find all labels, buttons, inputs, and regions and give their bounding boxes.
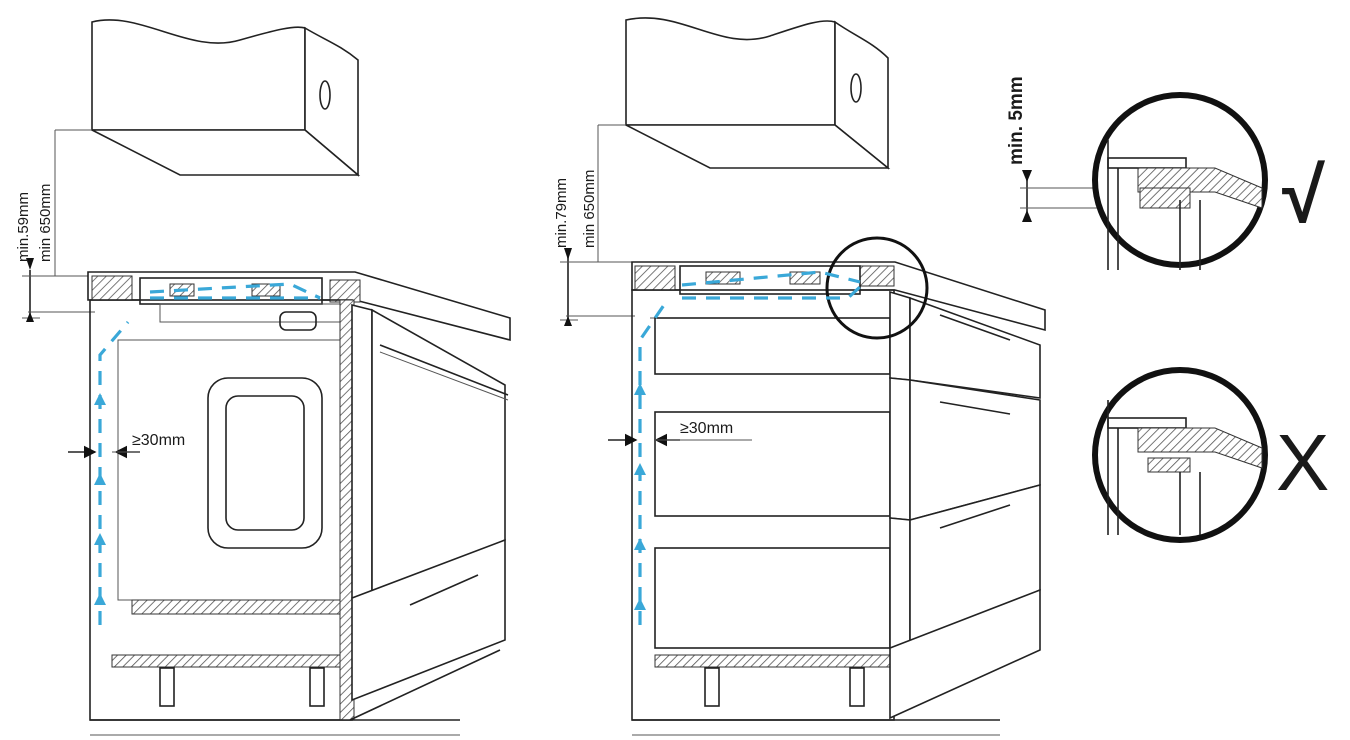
detail-correct: min. 5mm √ bbox=[1006, 76, 1326, 270]
airflow-arrow-icon bbox=[634, 463, 646, 475]
left-base-cabinet bbox=[89, 299, 509, 736]
dimension-arrow-icon bbox=[1022, 170, 1032, 182]
left-gap-label: ≥30mm bbox=[132, 432, 185, 449]
detail-gap-label: min. 5mm bbox=[1006, 76, 1027, 165]
detail-wrong: X bbox=[1092, 367, 1329, 543]
cross-mark-icon: X bbox=[1276, 418, 1329, 507]
airflow-arrow-icon bbox=[94, 593, 106, 605]
airflow-arrow-icon bbox=[634, 383, 646, 395]
right-gap-dimension: ≥30mm bbox=[608, 420, 752, 447]
right-dimensions: min.79mm min 650mm bbox=[553, 125, 635, 326]
airflow-arrow-icon bbox=[94, 473, 106, 485]
left-installation: min.59mm min 650mm bbox=[15, 19, 511, 736]
right-wall-cabinet bbox=[598, 17, 891, 170]
right-gap-label: ≥30mm bbox=[680, 420, 733, 437]
airflow-arrow-icon bbox=[94, 533, 106, 545]
right-clearance-label: min.79mm bbox=[553, 178, 570, 248]
airflow-arrow-icon bbox=[94, 393, 106, 405]
airflow-arrow-icon bbox=[634, 538, 646, 550]
dimension-arrow-icon bbox=[564, 316, 572, 326]
left-airflow bbox=[94, 282, 321, 625]
left-dimensions: min.59mm min 650mm bbox=[15, 130, 95, 322]
right-installation: min.79mm min 650mm bbox=[553, 17, 1046, 736]
left-wall-cabinet bbox=[55, 19, 361, 177]
airflow-arrow-icon bbox=[634, 598, 646, 610]
right-airflow bbox=[634, 270, 864, 625]
left-height-label: min 650mm bbox=[37, 184, 54, 262]
left-hob bbox=[139, 277, 341, 331]
left-gap-dimension: ≥30mm bbox=[68, 432, 185, 459]
right-height-label: min 650mm bbox=[581, 170, 598, 248]
detail-wrong-circle bbox=[1092, 367, 1268, 543]
dimension-arrow-icon bbox=[564, 248, 572, 260]
detail-highlight-circle bbox=[825, 236, 929, 340]
right-base-cabinet bbox=[631, 289, 1041, 736]
dimension-arrow-icon bbox=[26, 258, 34, 270]
check-mark-icon: √ bbox=[1282, 151, 1326, 239]
left-clearance-label: min.59mm bbox=[15, 192, 32, 262]
dimension-arrow-icon bbox=[1022, 210, 1032, 222]
dimension-arrow-icon bbox=[26, 312, 34, 322]
